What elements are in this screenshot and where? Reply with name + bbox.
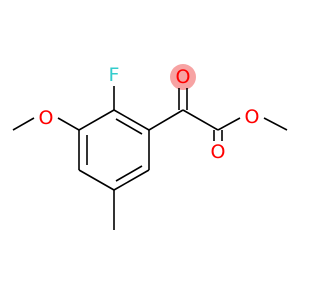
carbonyl-oxygen-label: O [211, 141, 226, 163]
ring-double-bond-c1-c2 [115, 118, 143, 135]
ring-bond-c4-c5 [78, 169, 115, 191]
ester-oxygen-label: O [245, 106, 260, 128]
bond-keto-ester-carbon [182, 109, 219, 131]
bond-ring-methoxy-o [57, 117, 80, 131]
ring-bond-c1-c2 [113, 109, 150, 131]
keto-oxygen-highlight [170, 64, 196, 90]
methoxy-oxygen-label: O [39, 107, 54, 129]
keto-oxygen-label: O [176, 66, 191, 88]
ring-bond-c3-c4 [113, 169, 150, 191]
ring-double-bond-c3-c4 [115, 165, 143, 182]
bond-methoxy-o-methyl [12, 117, 35, 131]
ring-bond-c6-c1 [78, 109, 115, 131]
fluorine-label: F [109, 64, 120, 86]
bond-ester-carbon-o [217, 117, 241, 131]
bond-ester-o-methyl [263, 117, 288, 131]
bond-ring-keto-carbon [148, 109, 184, 131]
molecule-structure: F O O O O [12, 64, 288, 230]
